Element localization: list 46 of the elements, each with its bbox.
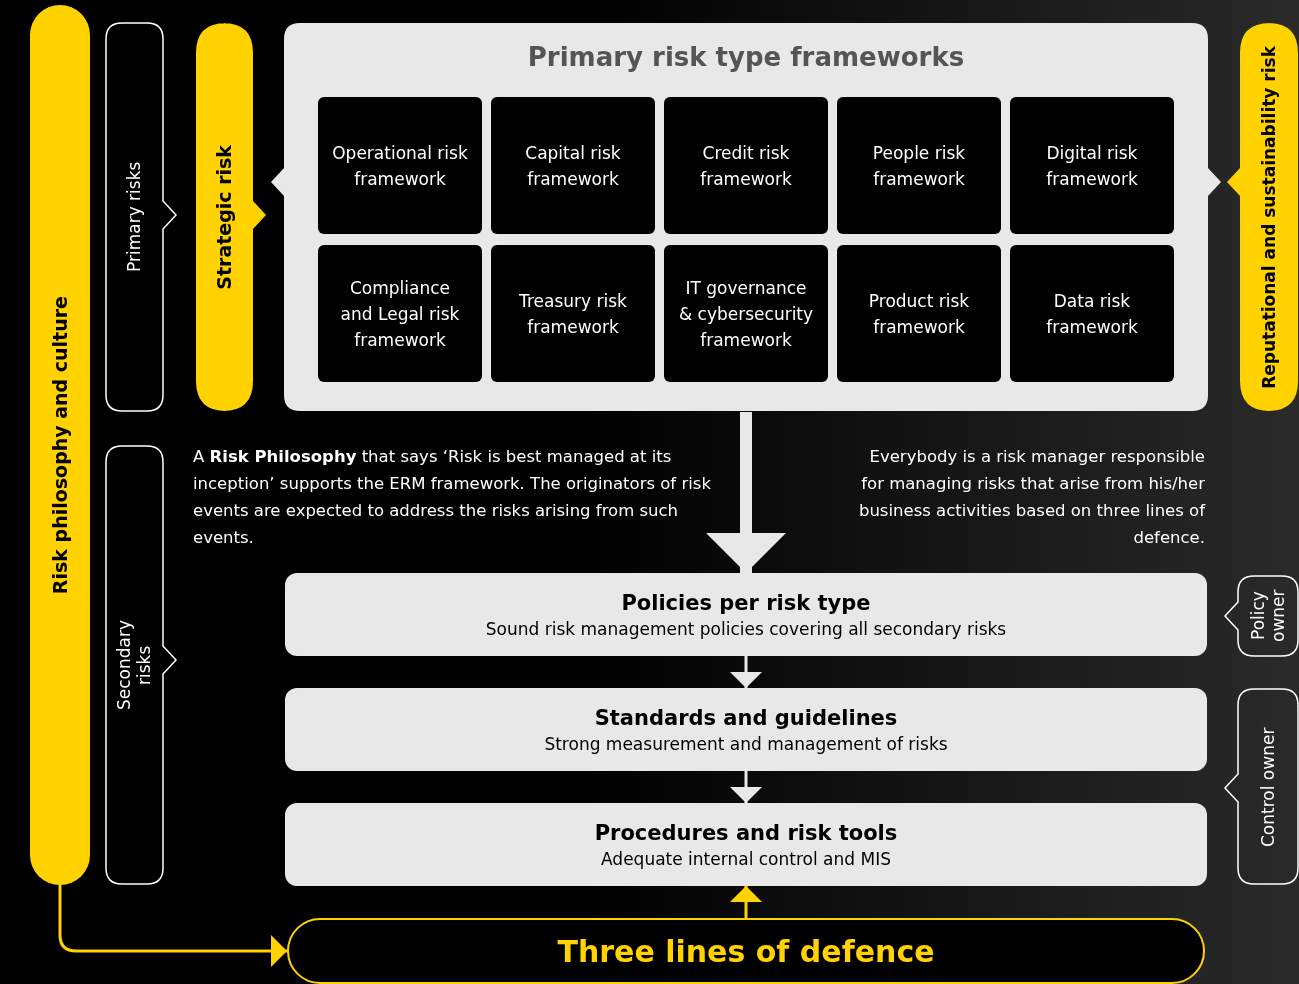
vertical-banner [30, 5, 90, 885]
layer-band [285, 803, 1207, 886]
banner-label: Risk philosophy and culture [48, 295, 72, 595]
tile-label: Operational risk framework [331, 141, 469, 191]
framework-tile [491, 245, 655, 382]
layer-band [285, 688, 1207, 771]
layer-description: Sound risk management policies covering all secondary risks [485, 617, 1007, 641]
tile-label: Compliance and Legal risk framework [339, 276, 461, 352]
framework-tile [318, 245, 482, 382]
tile-label: Treasury risk framework [518, 289, 628, 339]
bubble-label: Secondary risks [113, 619, 155, 712]
arrow [730, 886, 762, 918]
tile-label: Capital risk framework [524, 141, 622, 191]
tile-label: People risk framework [871, 141, 967, 191]
framework-tile [837, 245, 1001, 382]
banner-label: Strategic risk [212, 144, 236, 290]
tile-label: Data risk framework [1045, 289, 1139, 339]
arrow [706, 412, 786, 573]
layer-heading: Standards and guidelines [593, 704, 899, 732]
bubble-label: Control owner [1258, 726, 1279, 847]
layer-description: Strong measurement and management of risks [544, 732, 948, 756]
layer-heading: Policies per risk type [620, 589, 872, 617]
arrow [730, 771, 762, 803]
layer-description: Adequate internal control and MIS [600, 847, 892, 871]
note-paragraph: Everybody is a risk manager responsible for managing risks that arise from his/her business activities based on three lines of defence. [857, 446, 1205, 549]
tile-label: Digital risk framework [1045, 141, 1139, 191]
framework-tile [664, 245, 828, 382]
note-paragraph: A Risk Philosophy that says ‘Risk is best managed at its inception’ supports the ERM framework. The originators of risk events are expected to address the risks arising from such events. [193, 446, 712, 549]
framework-tile [318, 97, 482, 234]
framework-tile [837, 97, 1001, 234]
banner-title: Three lines of defence [557, 933, 935, 969]
framework-tile [1010, 245, 1174, 382]
arrow [58, 885, 287, 967]
tile-label: Product risk framework [867, 289, 971, 339]
framework-tile [491, 97, 655, 234]
arrow [730, 656, 762, 688]
tile-label: IT governance & cybersecurity framework [677, 276, 815, 352]
framework-tile [664, 97, 828, 234]
bubble-label: Primary risks [123, 160, 145, 275]
layer-heading: Procedures and risk tools [594, 819, 898, 847]
tile-label: Credit risk framework [699, 141, 793, 191]
panel-heading: Primary risk type frameworks [526, 42, 966, 72]
layer-band [285, 573, 1207, 656]
banner-label: Reputational and sustainability risk [1259, 45, 1280, 389]
bubble-label: Policy owner [1248, 588, 1289, 645]
framework-tile [1010, 97, 1174, 234]
